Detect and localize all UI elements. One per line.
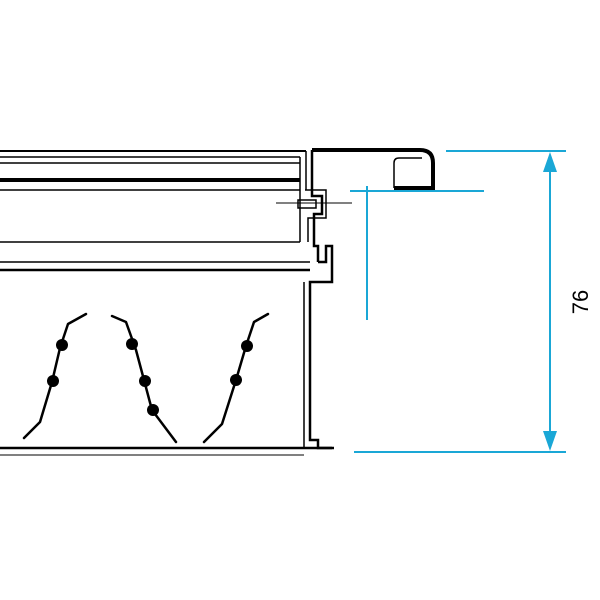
dim-arrow-bottom (543, 431, 557, 451)
spring-left-knot-2 (47, 375, 59, 387)
spring-right-knot-1 (241, 340, 253, 352)
spring-left (22, 312, 88, 440)
dimension-annotation (350, 150, 566, 453)
spring-middle-knot-1 (126, 338, 138, 350)
hook-inner-lip (393, 157, 422, 188)
frame-upper-wall (310, 150, 324, 262)
spring-middle-knot-3 (147, 404, 159, 416)
frame-hook-profile (276, 148, 435, 450)
upper-rail (0, 150, 310, 272)
spring-middle (110, 314, 178, 444)
hook-outline-outer (312, 148, 435, 190)
frame-tab (318, 244, 334, 284)
base (0, 446, 334, 456)
spring-knots (47, 338, 253, 416)
dimension-arrows (543, 152, 557, 451)
spring-left-knot-1 (56, 339, 68, 351)
frame-upper-inner (305, 189, 327, 242)
clip-detail (297, 199, 317, 209)
spring-right-knot-2 (230, 374, 242, 386)
dim-arrow-top (543, 152, 557, 172)
spring-middle-knot-2 (139, 375, 151, 387)
springs (22, 312, 270, 444)
frame-lower-wall (308, 280, 332, 450)
dimension-value-label: 76 (568, 290, 593, 314)
spring-right (202, 312, 270, 444)
